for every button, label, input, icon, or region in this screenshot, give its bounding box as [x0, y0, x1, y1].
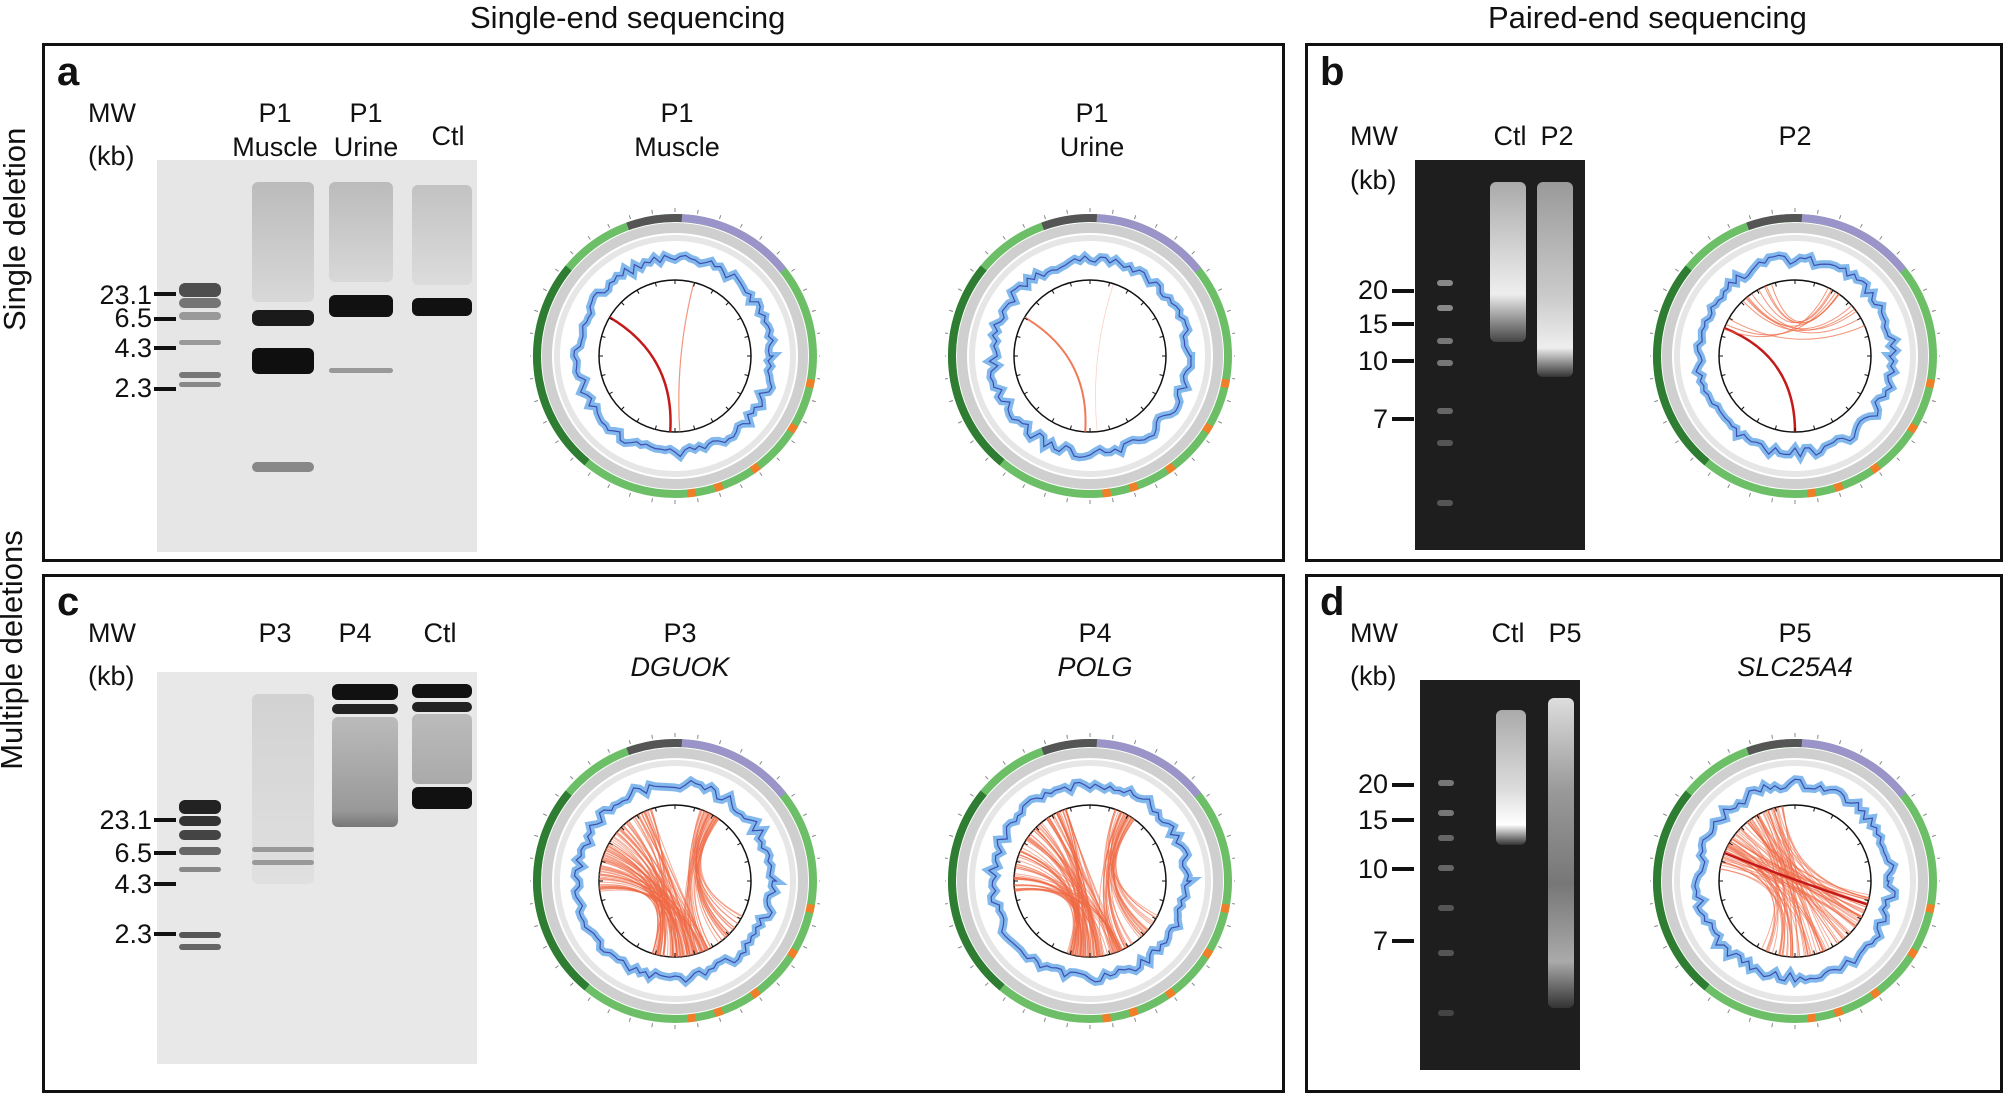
row-label-single-deletion: Single deletion — [0, 127, 32, 331]
circos-plot-p3-dguok — [530, 733, 820, 1029]
marker-tick — [154, 932, 176, 936]
lane-label-ctl: Ctl — [1491, 618, 1525, 648]
panel-letter-a: a — [57, 50, 80, 94]
marker-tick — [154, 818, 176, 822]
marker-tick — [154, 292, 176, 296]
circos-plot-p1-muscle — [530, 208, 820, 504]
circos-plot-p5-slc25a4 — [1650, 733, 1940, 1029]
marker-tick — [154, 387, 176, 391]
panel-letter-c: c — [57, 580, 80, 624]
marker-20: 20 — [1357, 275, 1388, 305]
marker-10: 10 — [1357, 854, 1388, 884]
mw-label: MW — [88, 618, 136, 648]
gel-image-b — [1415, 160, 1585, 550]
circos-plot-p4-polg — [945, 733, 1235, 1029]
marker-tick — [1392, 783, 1414, 787]
lane-label-ctl: Ctl — [1493, 121, 1527, 151]
single-end-header: Single-end sequencing — [470, 0, 786, 35]
panel-c — [42, 574, 1285, 1093]
marker-7: 7 — [1372, 926, 1388, 956]
marker-10: 10 — [1357, 346, 1388, 376]
lane-label-p2: P2 — [1540, 121, 1574, 151]
marker-15: 15 — [1357, 805, 1388, 835]
circos-plot-p1-urine — [945, 208, 1235, 504]
marker-tick — [1392, 322, 1414, 326]
marker-6-5: 6.5 — [114, 838, 152, 868]
circos-plot-p2 — [1650, 208, 1940, 504]
lane-label-ctl: Ctl — [423, 618, 457, 648]
marker-tick — [1392, 818, 1414, 822]
marker-2-3: 2.3 — [114, 919, 152, 949]
panel-b — [1305, 43, 2003, 562]
panel-d — [1305, 574, 2003, 1093]
marker-tick — [1392, 867, 1414, 871]
marker-tick — [154, 346, 176, 350]
gel-image-a — [157, 160, 477, 552]
marker-23-1: 23.1 — [99, 280, 152, 310]
kb-label: (kb) — [1350, 165, 1397, 195]
marker-tick — [154, 317, 176, 321]
circos-title-b: P2 — [1778, 121, 1812, 151]
gel-image-d — [1420, 680, 1580, 1070]
marker-2-3: 2.3 — [114, 373, 152, 403]
marker-20: 20 — [1357, 769, 1388, 799]
panel-a — [42, 43, 1285, 562]
marker-23-1: 23.1 — [99, 805, 152, 835]
marker-tick — [1392, 289, 1414, 293]
mw-label: MW — [88, 98, 136, 128]
gel-image-c — [157, 672, 477, 1064]
kb-label: (kb) — [1350, 661, 1397, 691]
marker-4-3: 4.3 — [114, 333, 152, 363]
kb-label: (kb) — [88, 661, 135, 691]
marker-4-3: 4.3 — [114, 869, 152, 899]
marker-tick — [1392, 417, 1414, 421]
mw-label: MW — [1350, 121, 1398, 151]
mw-label: MW — [1350, 618, 1398, 648]
panel-letter-d: d — [1320, 580, 1345, 624]
marker-6-5: 6.5 — [114, 303, 152, 333]
marker-tick — [154, 851, 176, 855]
lane-label-ctl: Ctl — [431, 121, 465, 151]
panel-letter-b: b — [1320, 50, 1345, 94]
marker-15: 15 — [1357, 309, 1388, 339]
lane-label-p5: P5 — [1548, 618, 1582, 648]
lane-label-p3: P3 — [258, 618, 292, 648]
lane-label-p4: P4 — [338, 618, 372, 648]
marker-tick — [1392, 359, 1414, 363]
kb-label: (kb) — [88, 141, 135, 171]
row-label-multiple-deletions: Multiple deletions — [0, 530, 29, 770]
marker-tick — [154, 882, 176, 886]
marker-tick — [1392, 939, 1414, 943]
marker-7: 7 — [1372, 404, 1388, 434]
paired-end-header: Paired-end sequencing — [1488, 0, 1807, 35]
